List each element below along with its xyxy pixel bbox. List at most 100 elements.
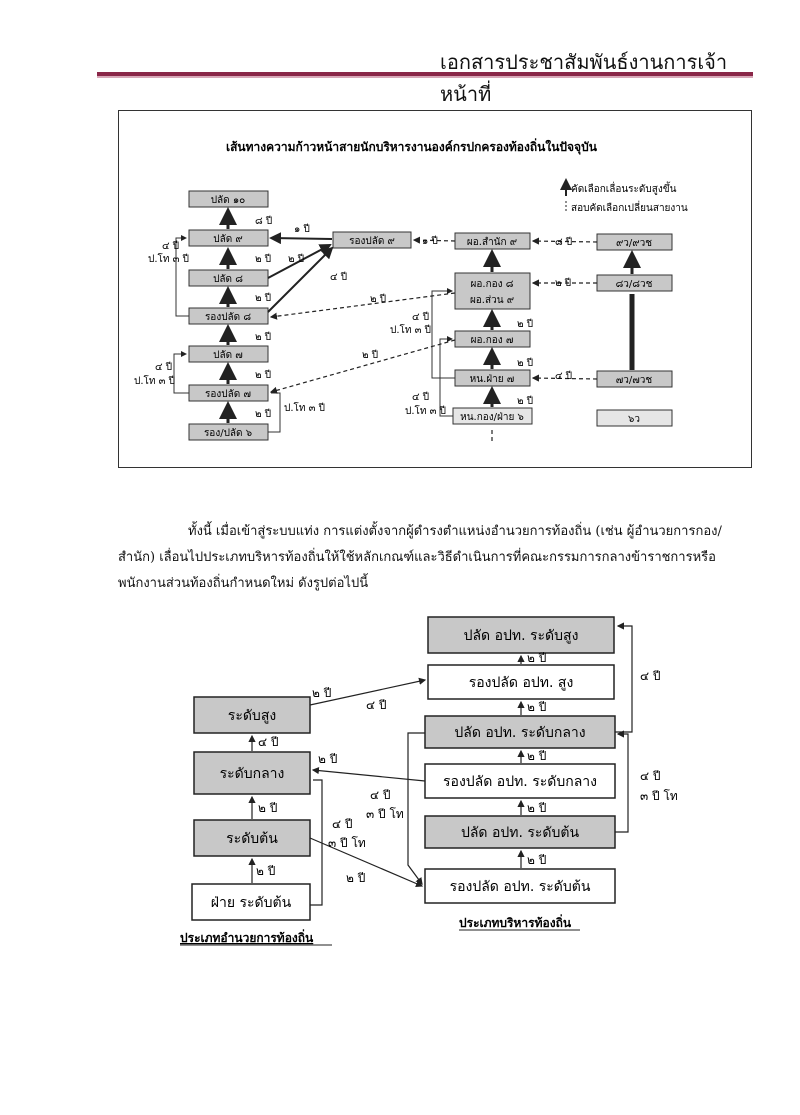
lbl-2y-a: ๒ ปี bbox=[255, 253, 271, 265]
lbl-4y-f: ๔ ปี bbox=[412, 391, 429, 403]
fig2-duration-labels: ๒ ปี ๔ ปี ๔ ปี ๒ ปี ๒ ปี ๔ ปี ๓ ปี โท ๔ … bbox=[256, 651, 678, 885]
lbl-ptho3-a: ป.โท ๓ ปี bbox=[148, 252, 189, 265]
fig1-mid-arrows bbox=[483, 249, 641, 407]
f2-lbl-2y-a: ๒ ปี bbox=[312, 686, 331, 700]
box-palad9 bbox=[188, 229, 269, 247]
lbl-2y-d: ๒ ปี bbox=[255, 369, 271, 381]
f2-lbl-2y-j: ๒ ปี bbox=[527, 853, 546, 867]
fig1-dashed-arrows bbox=[269, 236, 598, 441]
f2-lbl-2y-h: ๒ ปี bbox=[527, 749, 546, 763]
caption-right: ประเภทบริหารท้องถิ่น bbox=[459, 914, 572, 930]
box-radab-sung-label: ระดับสูง bbox=[228, 708, 276, 724]
box-palad-apt-sung bbox=[427, 616, 615, 654]
f2-lbl-4y-d: ๔ ปี bbox=[332, 817, 353, 831]
paragraph-line-1: ทั้งนี้ เมื่อเข้าสู่ระบบแท่ง การแต่งตั้ง… bbox=[188, 524, 722, 539]
paragraph-line-3: พนักงานส่วนท้องถิ่นกำหนดใหม่ ดังรูปต่อไป… bbox=[118, 576, 369, 591]
lbl-1y: ๑ ปี bbox=[294, 223, 310, 235]
box-hn-fai7-label: หน.ฝ่าย ๗ bbox=[470, 374, 515, 385]
figure1-frame bbox=[118, 110, 752, 468]
lbl-2y-j: ๒ ปี bbox=[517, 357, 533, 369]
box-ropalad-apt-klang bbox=[424, 763, 616, 799]
fig1-bracket-lines bbox=[173, 235, 455, 433]
box-ropalad-apt-ton bbox=[424, 868, 616, 904]
legend-dashed-label: สอบคัดเลือกเปลี่ยนสายงาน bbox=[571, 200, 688, 214]
f2-lbl-2y-f: ๒ ปี bbox=[527, 651, 546, 665]
lbl-4y-e: ๔ ปี bbox=[412, 311, 429, 323]
box-ropalad9-label: รองปลัด ๙ bbox=[349, 236, 395, 247]
legend-solid-label: คัดเลือกเลื่อนระดับสูงขึ้น bbox=[571, 181, 677, 195]
f2-lbl-2y-b: ๒ ปี bbox=[318, 752, 337, 766]
f2-lbl-2y-g: ๒ ปี bbox=[527, 700, 546, 714]
box-po-kong8-label: ผอ.กอง ๘ bbox=[471, 279, 514, 290]
box-c6-label: ๖ว bbox=[628, 414, 640, 425]
lbl-1y-b: ๑ ปี bbox=[422, 235, 438, 247]
page-header-title: เอกสารประชาสัมพันธ์งานการเจ้าหน้าที่ bbox=[440, 50, 728, 106]
f2-lbl-4y-b: ๔ ปี bbox=[258, 735, 279, 749]
box-radab-klang-label: ระดับกลาง bbox=[220, 766, 285, 782]
lbl-2y-c: ๒ ปี bbox=[255, 331, 271, 343]
box-po-samnak9-label: ผอ.สำนัก ๙ bbox=[467, 237, 517, 248]
box-ropalad9 bbox=[332, 231, 412, 249]
box-ropalad-apt-ton-label: รองปลัด อปท. ระดับต้น bbox=[450, 879, 591, 895]
f2-lbl-master3-b: ๓ ปี โท bbox=[328, 836, 366, 850]
lbl-4y-d: ๔ ปี bbox=[555, 370, 572, 382]
lbl-4y-b: ๔ ปี bbox=[155, 361, 172, 373]
lbl-2y-e: ๒ ปี bbox=[255, 408, 271, 420]
f2-lbl-4y-a: ๔ ปี bbox=[366, 698, 387, 712]
lbl-8y-b: ๘ ปี bbox=[555, 236, 572, 248]
box-c7-label: ๗ว/๗วช bbox=[616, 375, 653, 386]
caption-left: ประเภทอำนวยการท้องถิ่น bbox=[180, 929, 314, 945]
box-fai-radab-ton bbox=[191, 883, 311, 921]
f2-lbl-4y-c: ๔ ปี bbox=[370, 788, 391, 802]
box-ropalad7-label: รองปลัด ๗ bbox=[205, 389, 251, 400]
lbl-2y-i: ๒ ปี bbox=[517, 318, 533, 330]
box-palad-apt-klang bbox=[424, 715, 616, 749]
lbl-2y-h: ๒ ปี bbox=[362, 349, 378, 361]
box-palad9-label: ปลัด ๙ bbox=[213, 234, 242, 245]
box-radab-ton bbox=[193, 819, 311, 857]
box-palad-apt-sung-label: ปลัด อปท. ระดับสูง bbox=[464, 628, 579, 644]
f2-lbl-2y-c: ๒ ปี bbox=[258, 801, 277, 815]
box-palad7-label: ปลัด ๗ bbox=[213, 350, 243, 361]
box-palad-apt-klang-label: ปลัด อปท. ระดับกลาง bbox=[454, 725, 585, 741]
lbl-4y-c: ๔ ปี bbox=[330, 271, 347, 283]
box-po-kong7-label: ผอ.กอง ๗ bbox=[471, 335, 514, 346]
f2-lbl-master3-c: ๓ ปี โท bbox=[640, 789, 678, 803]
lbl-4y-a: ๔ ปี bbox=[162, 240, 179, 252]
paragraph-line-2: สำนัก) เลื่อนไปประเภทบริหารท้องถิ่นให้ใช… bbox=[118, 550, 716, 565]
box-c6 bbox=[596, 409, 673, 427]
box-ropalad-apt-sung bbox=[427, 664, 615, 700]
f2-lbl-4y-f: ๔ ปี bbox=[640, 769, 661, 783]
box-fai-radab-ton-label: ฝ่าย ระดับต้น bbox=[211, 895, 292, 911]
body-paragraph: ทั้งนี้ เมื่อเข้าสู่ระบบแท่ง การแต่งตั้ง… bbox=[118, 519, 750, 597]
box-ropalad8-label: รองปลัด ๘ bbox=[205, 312, 251, 323]
f2-lbl-2y-i: ๒ ปี bbox=[527, 801, 546, 815]
box-palad8-label: ปลัด ๘ bbox=[213, 274, 243, 285]
box-po-suan9-label: ผอ.ส่วน ๙ bbox=[470, 295, 514, 306]
lbl-2y-g: ๒ ปี bbox=[370, 293, 386, 305]
lbl-ptho3-d: ป.โท ๓ ปี bbox=[390, 323, 431, 336]
lbl-8y: ๘ ปี bbox=[255, 215, 272, 227]
box-ropalad-apt-klang-label: รองปลัด อปท. ระดับกลาง bbox=[443, 774, 597, 790]
box-c9-label: ๙ว/๙วช bbox=[616, 238, 652, 249]
fig2-arrows bbox=[248, 622, 633, 906]
lbl-ptho3-c: ป.โท ๓ ปี bbox=[284, 401, 325, 414]
lbl-2y-f: ๒ ปี bbox=[288, 253, 304, 265]
box-ropalad6-label: รอง/ปลัด ๖ bbox=[204, 428, 252, 439]
f2-lbl-4y-e: ๔ ปี bbox=[640, 669, 661, 683]
box-c8-label: ๘ว/๘วช bbox=[616, 279, 653, 290]
box-palad10-label: ปลัด ๑๐ bbox=[211, 195, 246, 206]
f2-lbl-2y-e: ๒ ปี bbox=[346, 871, 365, 885]
f2-lbl-2y-d: ๒ ปี bbox=[256, 864, 275, 878]
box-palad-apt-ton-label: ปลัด อปท. ระดับต้น bbox=[461, 825, 580, 841]
lbl-ptho3-b: ป.โท ๓ ปี bbox=[134, 374, 175, 387]
lbl-2y-k: ๒ ปี bbox=[517, 395, 533, 407]
header-rule bbox=[97, 72, 753, 78]
box-po-kong8-suan9 bbox=[454, 272, 531, 310]
box-radab-klang bbox=[193, 751, 311, 795]
lbl-6y: ๒ ปี bbox=[555, 277, 571, 289]
figure1-title: เส้นทางความก้าวหน้าสายนักบริหารงานองค์กร… bbox=[226, 138, 598, 155]
box-radab-sung bbox=[193, 696, 311, 734]
f2-lbl-master3-a: ๓ ปี โท bbox=[366, 807, 404, 821]
